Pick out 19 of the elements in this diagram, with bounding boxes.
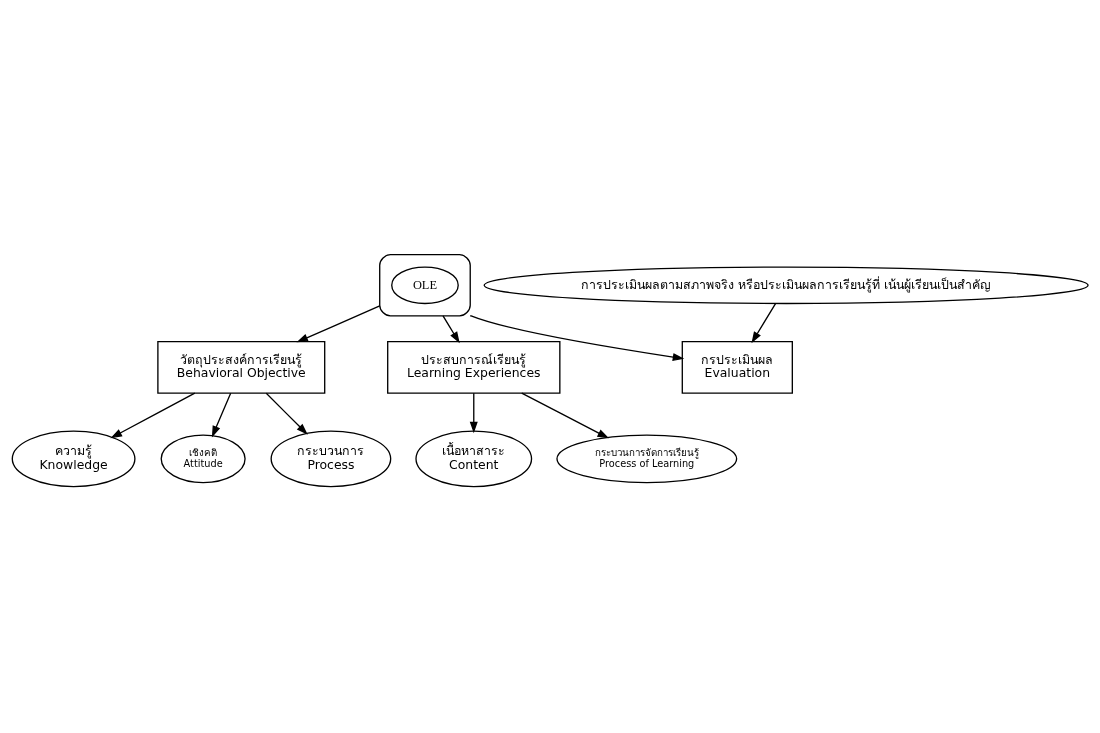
node-ellipse: กระบวนการจัดการเรียนรู้ Process of Learning [556,433,738,483]
node-ellipse: การประเมินผลตามสภาพจริง หรือประเมินผลการเรียนรู้ที่ เน้นผู้เรียนเป็นสำคัญ [483,265,1089,304]
arrow [211,392,232,437]
node-box: วัตถุประสงค์การเรียนรู้ Behavioral Objective [157,340,326,394]
arrow [469,314,685,361]
arrow [110,391,196,438]
arrow [296,304,381,342]
node-ellipse: OLE [391,265,459,304]
cluster [379,253,471,317]
node-ellipse: เนื้อหาสาระ Content [415,429,533,487]
arrow [265,392,308,435]
arrow [442,314,460,343]
node-box: ประสบการณ์เรียนรู้ Learning Experiences [387,340,561,394]
node-box: กรประเมินผล Evaluation [681,340,793,394]
arrow [751,302,777,343]
node-ellipse: เชิงคติ Attitude [160,433,246,483]
arrow [521,391,609,438]
node-ellipse: กระบวนการ Process [270,429,392,487]
arrow [469,392,478,433]
